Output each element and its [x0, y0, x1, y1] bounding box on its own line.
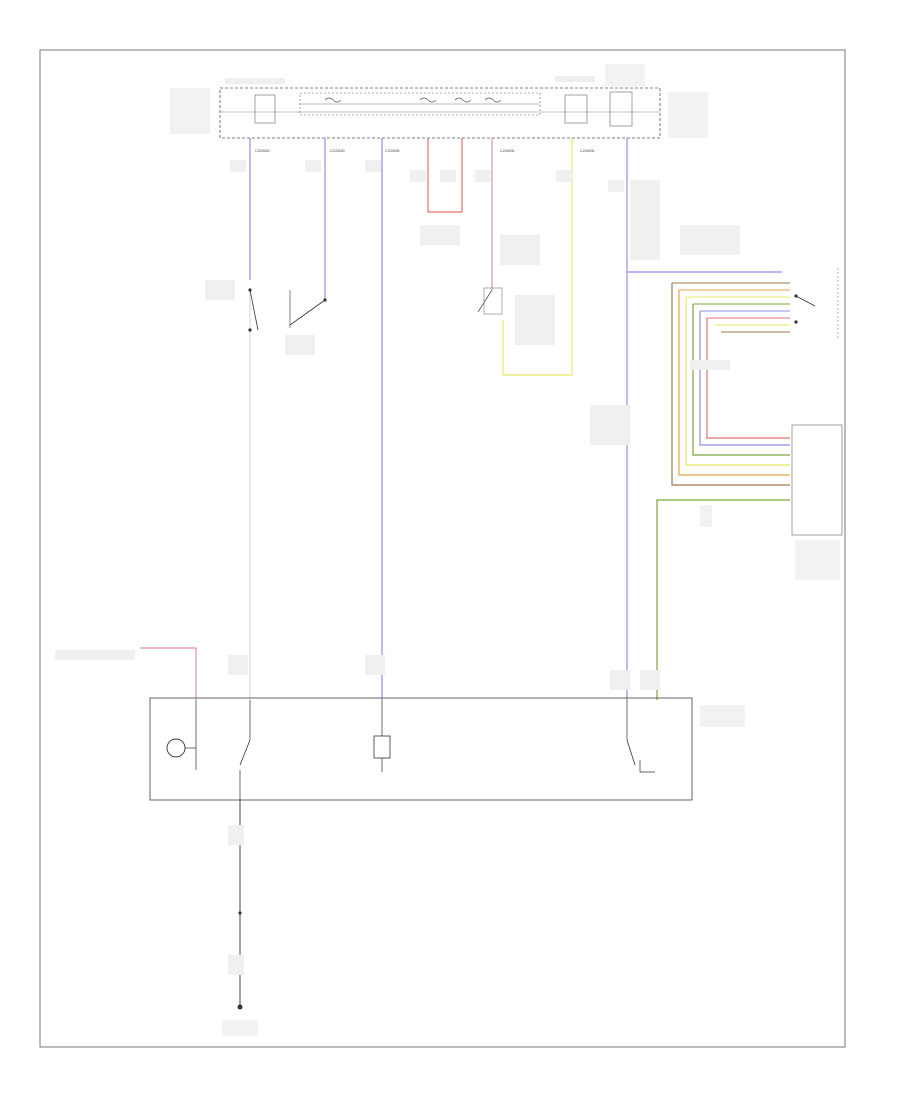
wires	[140, 138, 790, 700]
connector-label: C2280D	[255, 148, 270, 153]
harness-range-sensor	[627, 268, 839, 486]
connector-labels: C2280D C2280D C2280D C2280D C2280D	[255, 148, 595, 153]
connector-label: C2280D	[580, 148, 595, 153]
transmission-module	[700, 424, 843, 580]
label-placeholders	[55, 160, 740, 975]
junction-box	[170, 64, 708, 139]
connector-label: C2280D	[330, 148, 345, 153]
wire-red-loop	[427, 138, 463, 213]
sensor	[477, 287, 503, 315]
wire-green	[656, 499, 790, 700]
connector-label: C2280D	[500, 148, 515, 153]
connector-label: C2280D	[385, 148, 400, 153]
shift-interlock-module	[149, 697, 745, 801]
wire-yellow	[502, 138, 573, 376]
brake-switch	[248, 288, 327, 332]
diagram-frame	[39, 49, 846, 1048]
wire-pink-lamp	[140, 647, 197, 700]
